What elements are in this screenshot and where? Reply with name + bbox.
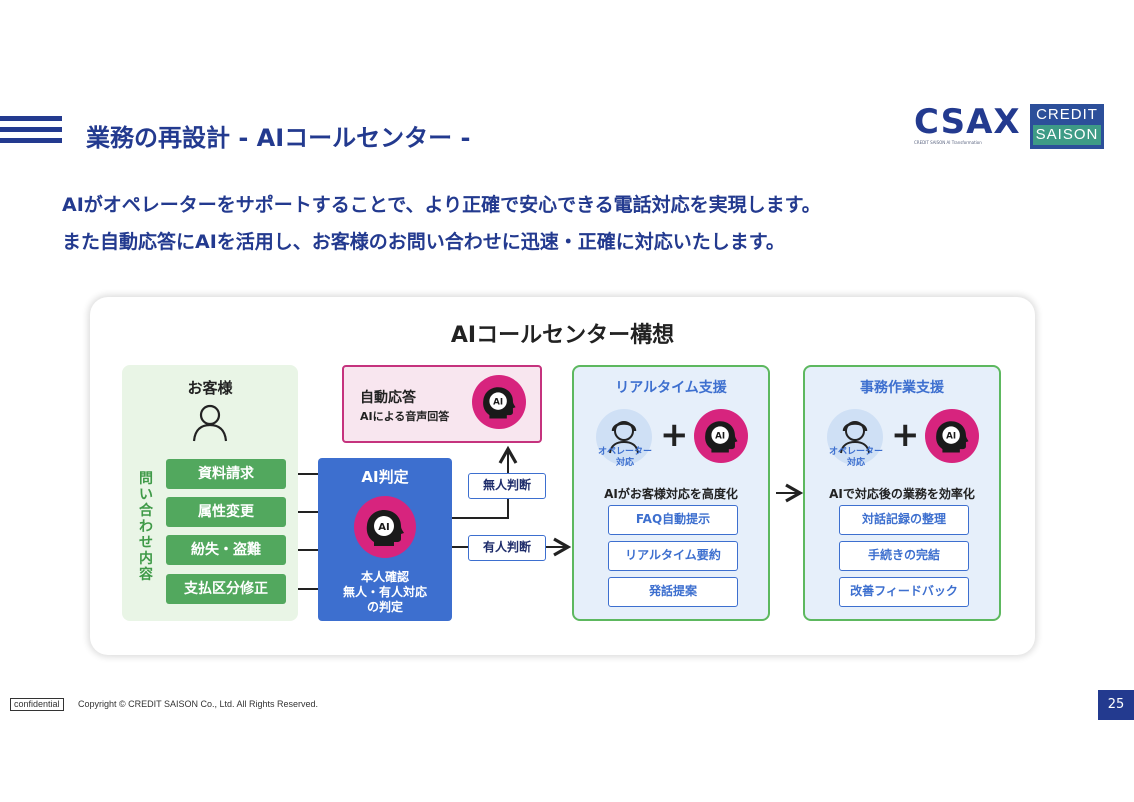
menu-icon	[0, 116, 62, 146]
csax-logo: CSAX CREDIT SAISON AI Transformation	[914, 102, 1021, 150]
call-center-diagram: AIコールセンター構想 お客様 問い合わせ内容 資料請求 属性変更 紛失・盗難 …	[90, 297, 1035, 655]
credit-saison-logo: CREDIT SAISON	[1030, 104, 1104, 149]
copyright-text: Copyright © CREDIT SAISON Co., Ltd. All …	[78, 699, 319, 709]
operator-label-1: オペレーター	[828, 447, 883, 457]
page-number: 25	[1098, 690, 1134, 720]
arrow-to-auto	[452, 445, 518, 519]
inquiry-item: 支払区分修正	[166, 574, 286, 604]
ai-head-text: AI	[378, 522, 389, 533]
feature-item: FAQ自動提示	[608, 505, 738, 535]
operator-label: オペレーター 対応	[813, 447, 899, 469]
operator-label-2: 対応	[846, 458, 865, 468]
office-support-desc: AIで対応後の業務を効率化	[829, 487, 975, 501]
realtime-support-desc: AIがお客様対応を高度化	[604, 487, 738, 501]
ai-head-text: AI	[493, 398, 503, 408]
cs-logo-line1: CREDIT	[1036, 106, 1098, 123]
realtime-support-panel: リアルタイム支援 オペレーター 対応 + AI AIがお客様対応を高度化 FAQ…	[572, 365, 770, 621]
operator-label-1: オペレーター	[597, 447, 652, 457]
feature-item: 改善フィードバック	[839, 577, 969, 607]
feature-item: 対話記録の整理	[839, 505, 969, 535]
ai-judge-title: AI判定	[361, 468, 409, 486]
ai-judge-desc-3: の判定	[366, 600, 403, 614]
csax-logo-text: CSAX	[914, 102, 1021, 142]
cs-logo-line2: SAISON	[1033, 125, 1101, 145]
ai-head-text: AI	[946, 432, 956, 442]
inquiry-item: 紛失・盗難	[166, 535, 286, 565]
operator-icon	[827, 409, 883, 465]
unmanned-decision-tag: 無人判断	[468, 473, 546, 499]
confidential-label: confidential	[10, 698, 64, 711]
inquiry-item: 属性変更	[166, 497, 286, 527]
inquiry-vertical-label: 問い合わせ内容	[139, 471, 153, 583]
auto-answer-sub: AIによる音声回答	[360, 410, 450, 423]
customer-label: お客様	[187, 379, 233, 397]
office-support-title: 事務作業支援	[860, 380, 944, 396]
csax-logo-sub: CREDIT SAISON AI Transformation	[914, 140, 982, 145]
feature-item: リアルタイム要約	[608, 541, 738, 571]
office-support-panel: 事務作業支援 オペレーター 対応 + AI AIで対応後の業務を効率化 対話記録…	[803, 365, 1001, 621]
inquiry-item: 資料請求	[166, 459, 286, 489]
ai-head-icon: AI	[925, 409, 979, 463]
operator-icon	[596, 409, 652, 465]
plus-icon: +	[891, 415, 920, 455]
manned-decision-tag: 有人判断	[468, 535, 546, 561]
operator-label-2: 対応	[615, 458, 634, 468]
ai-head-text: AI	[715, 432, 725, 442]
operator-label: オペレーター 対応	[582, 447, 668, 469]
ai-judge-desc-2: 無人・有人対応	[342, 585, 427, 599]
lead-line-2: また自動応答にAIを活用し、お客様のお問い合わせに迅速・正確に対応いたします。	[62, 231, 785, 253]
feature-item: 手続きの完結	[839, 541, 969, 571]
feature-item: 発話提案	[608, 577, 738, 607]
lead-line-1: AIがオペレーターをサポートすることで、より正確で安心できる電話対応を実現します…	[62, 194, 821, 216]
realtime-support-title: リアルタイム支援	[615, 380, 727, 396]
page-title: 業務の再設計 - AIコールセンター -	[86, 124, 471, 152]
plus-icon: +	[660, 415, 689, 455]
auto-answer-title: 自動応答	[360, 390, 416, 406]
person-icon	[192, 404, 228, 442]
customer-panel: お客様 問い合わせ内容 資料請求 属性変更 紛失・盗難 支払区分修正	[122, 365, 298, 621]
ai-head-icon: AI	[472, 375, 526, 429]
ai-head-icon: AI	[694, 409, 748, 463]
ai-judge-desc: 本人確認 無人・有人対応 の判定	[318, 570, 452, 615]
diagram-title: AIコールセンター構想	[450, 323, 675, 348]
ai-head-icon: AI	[354, 496, 416, 558]
ai-judge-desc-1: 本人確認	[360, 570, 409, 584]
auto-answer-box: 自動応答 AIによる音声回答 AI	[342, 365, 542, 443]
ai-judge-box: AI判定 AI 本人確認 無人・有人対応 の判定	[318, 458, 452, 621]
